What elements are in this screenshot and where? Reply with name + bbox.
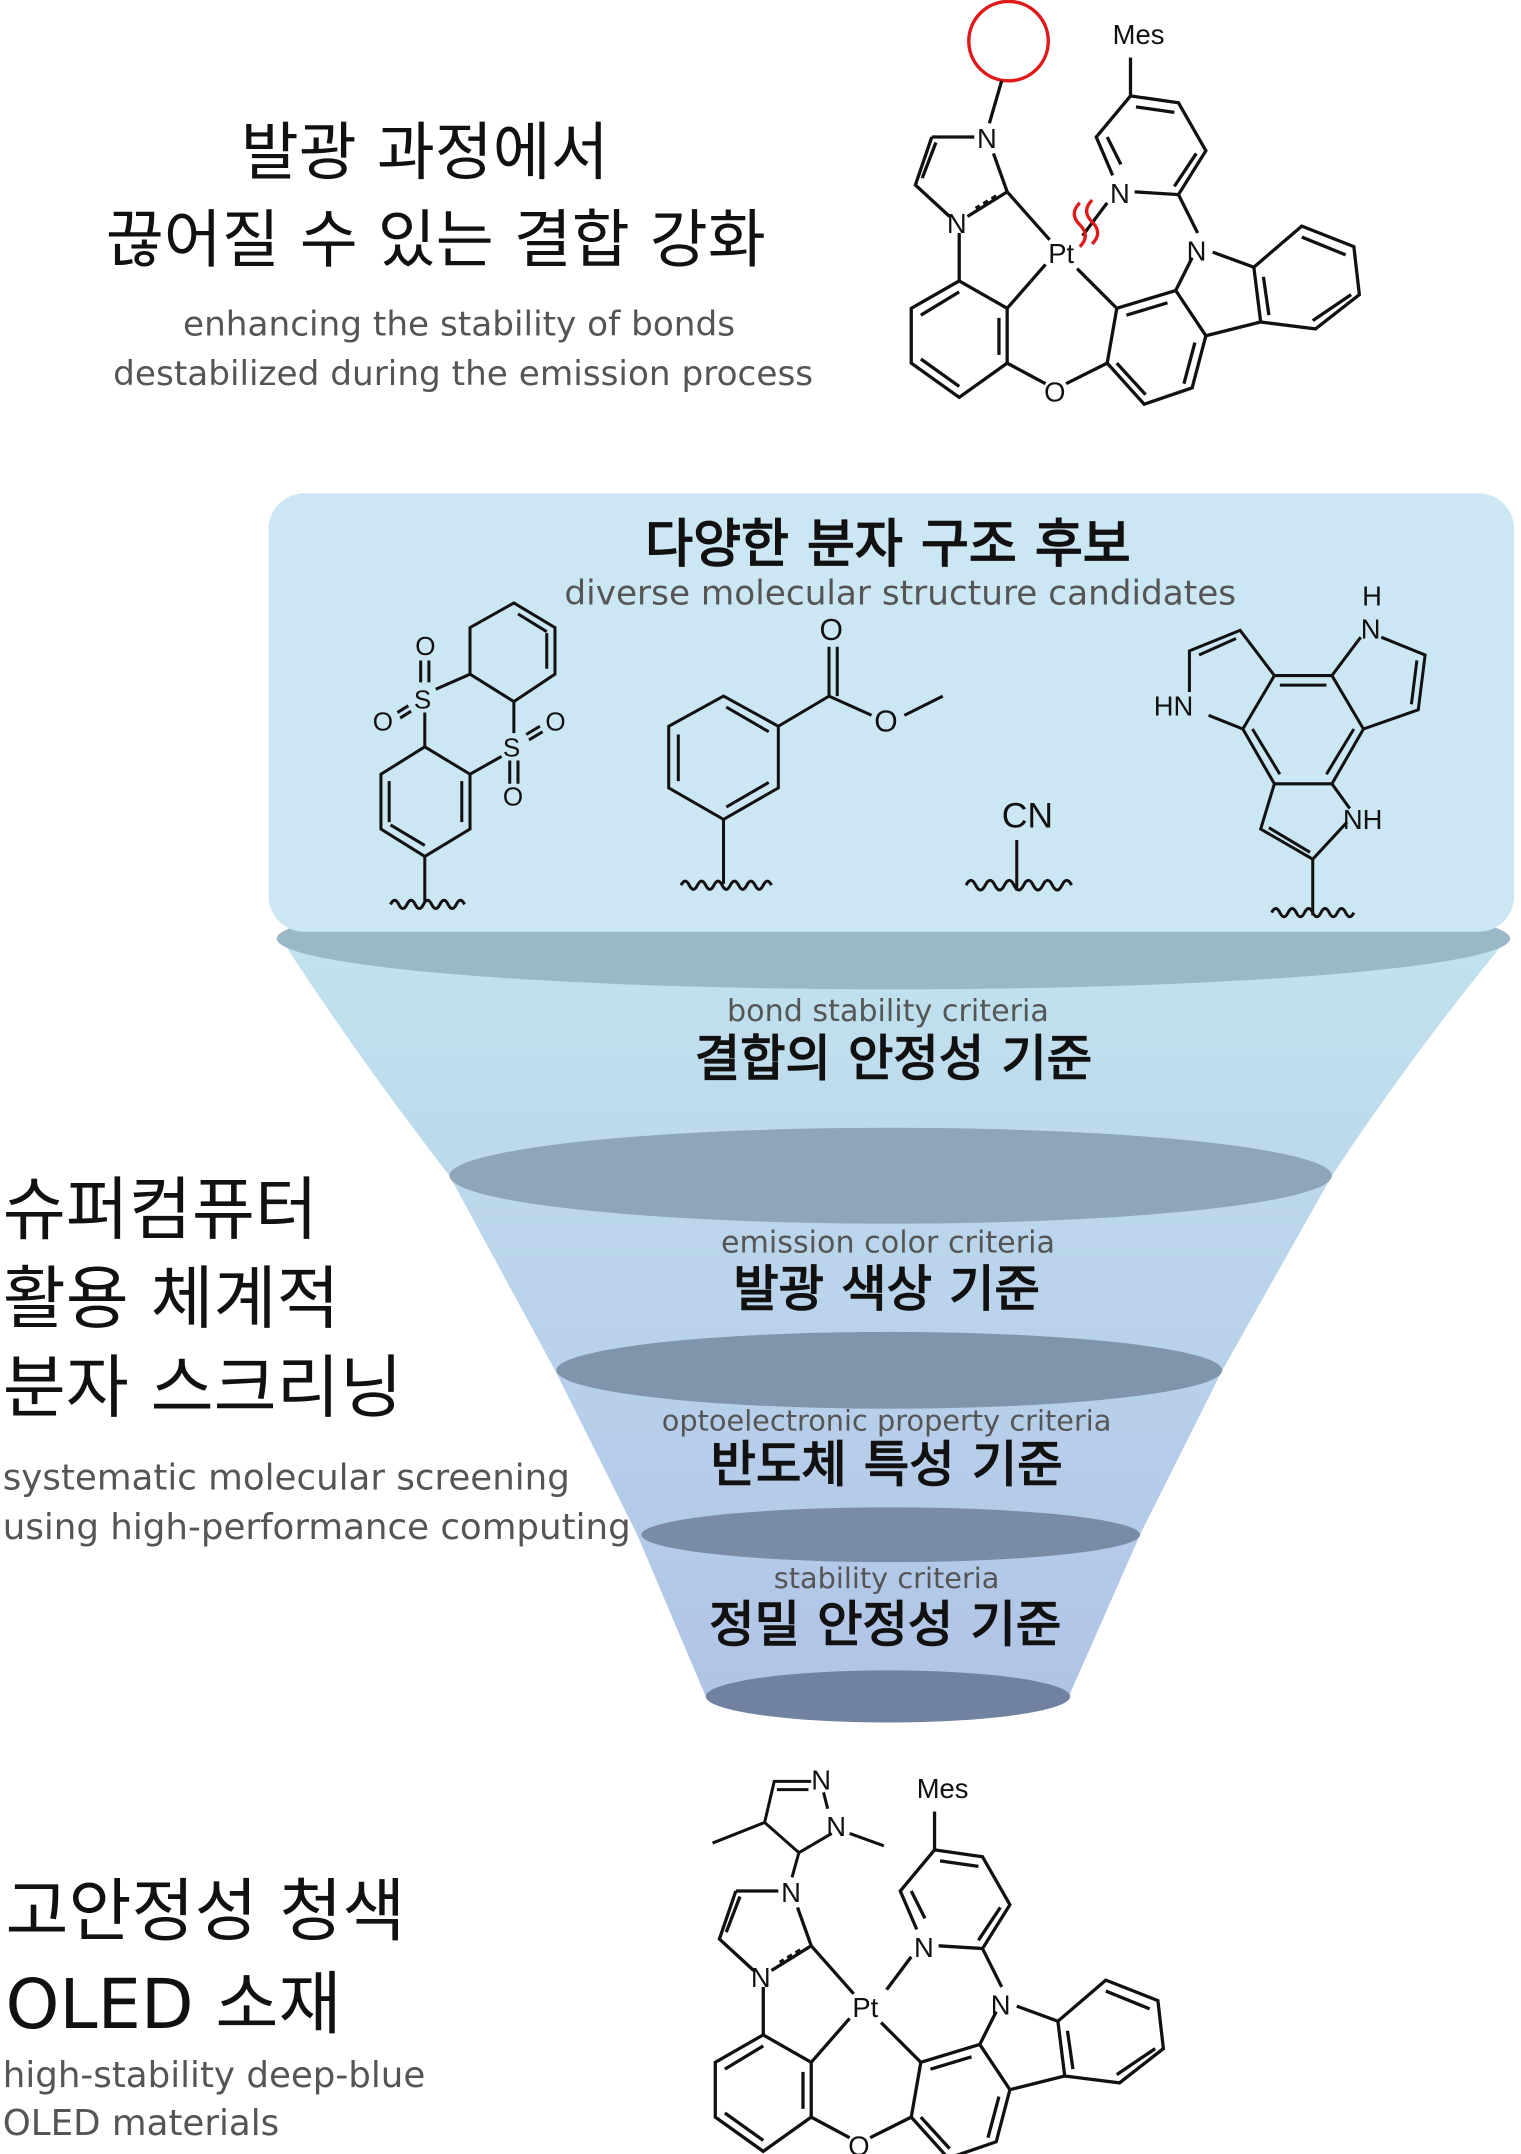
atom-label: Pt bbox=[852, 1992, 878, 2023]
atom-label: H bbox=[1362, 581, 1382, 612]
result-subtitle-line-1: high-stability deep-blue bbox=[2, 2055, 426, 2097]
final-pt-complex-structure: N N Pt O N N Mes N N bbox=[712, 1765, 1166, 2154]
screening-title-line-2: 활용 체계적 bbox=[2, 1259, 340, 1339]
stage-1-en: bond stability criteria bbox=[727, 994, 1049, 1030]
atom-label: Pt bbox=[1048, 238, 1074, 269]
atom-label: Mes bbox=[1113, 19, 1165, 50]
header-title-line-2: 끊어질 수 있는 결합 강화 bbox=[105, 202, 766, 277]
atom-label: O bbox=[819, 614, 842, 647]
header-title-line-1: 발광 과정에서 bbox=[240, 115, 609, 190]
result-subtitle-line-2: OLED materials bbox=[2, 2103, 280, 2145]
bond-break-icon bbox=[1072, 198, 1100, 248]
candidates-title: 다양한 분자 구조 후보 bbox=[645, 513, 1131, 575]
atom-label: N bbox=[947, 208, 967, 239]
atom-label: O bbox=[503, 782, 523, 812]
atom-label: N bbox=[991, 1989, 1011, 2020]
funnel-disc-2 bbox=[556, 1331, 1223, 1409]
stage-2-en: emission color criteria bbox=[720, 1226, 1055, 1261]
stage-2-ko: 발광 색상 기준 bbox=[733, 1262, 1040, 1319]
funnel-disc-3 bbox=[641, 1507, 1141, 1563]
atom-label: O bbox=[1044, 376, 1065, 407]
atom-label: CN bbox=[1002, 796, 1053, 836]
candidates-subtitle: diverse molecular structure candidates bbox=[564, 572, 1237, 613]
stage-3-ko: 반도체 특성 기준 bbox=[710, 1437, 1063, 1494]
atom-label: Mes bbox=[917, 1773, 969, 1804]
atom-label: N bbox=[1361, 614, 1381, 645]
funnel-disc-4 bbox=[705, 1670, 1071, 1723]
atom-label: N bbox=[1187, 235, 1207, 266]
atom-label: O bbox=[874, 706, 897, 739]
funnel-body bbox=[280, 938, 1508, 1697]
atom-label: N bbox=[781, 1877, 801, 1908]
stage-1-ko: 결합의 안정성 기준 bbox=[694, 1031, 1093, 1089]
stage-4-en: stability criteria bbox=[773, 1562, 1000, 1596]
screening-subtitle-line-2: using high-performance computing bbox=[2, 1507, 631, 1549]
header-subtitle-line-1: enhancing the stability of bonds bbox=[182, 304, 736, 344]
atom-label: N bbox=[751, 1962, 771, 1993]
result-title-line-1: 고안정성 청색 bbox=[5, 1871, 406, 1952]
atom-label: N bbox=[1110, 178, 1130, 209]
atom-label: O bbox=[545, 706, 565, 736]
atom-label: O bbox=[415, 631, 435, 661]
stage-4-ko: 정밀 안정성 기준 bbox=[709, 1597, 1062, 1654]
top-pt-complex-structure: N N Pt O N N Mes bbox=[909, 0, 1361, 407]
atom-label: O bbox=[848, 2130, 869, 2154]
screening-title-line-1: 슈퍼컴퓨터 bbox=[2, 1170, 318, 1250]
atom-label: S bbox=[503, 732, 520, 762]
funnel-disc-1 bbox=[449, 1127, 1332, 1224]
atom-label: N bbox=[811, 1765, 831, 1796]
result-title-line-2: OLED 소재 bbox=[5, 1965, 342, 2045]
atom-label: S bbox=[414, 684, 431, 714]
atom-label: O bbox=[373, 706, 393, 736]
atom-label: N bbox=[914, 1932, 934, 1963]
candidate-sulfone-structure bbox=[379, 601, 557, 910]
screening-title-line-3: 분자 스크리닝 bbox=[2, 1348, 403, 1428]
substituent-circle-icon bbox=[967, 0, 1050, 83]
atom-label: N bbox=[826, 1811, 846, 1842]
atom-label: NH bbox=[1343, 804, 1383, 835]
atom-label: N bbox=[977, 123, 997, 154]
candidate-ester-structure bbox=[667, 646, 944, 891]
candidate-tripyrrole-structure bbox=[1187, 628, 1427, 919]
atom-label: HN bbox=[1154, 690, 1194, 721]
screening-subtitle-line-1: systematic molecular screening bbox=[2, 1457, 570, 1500]
candidates-box bbox=[268, 493, 1515, 932]
header-subtitle-line-2: destabilized during the emission process bbox=[113, 353, 814, 394]
candidate-cyano-structure bbox=[964, 839, 1073, 892]
stage-3-en: optoelectronic property criteria bbox=[661, 1404, 1112, 1438]
